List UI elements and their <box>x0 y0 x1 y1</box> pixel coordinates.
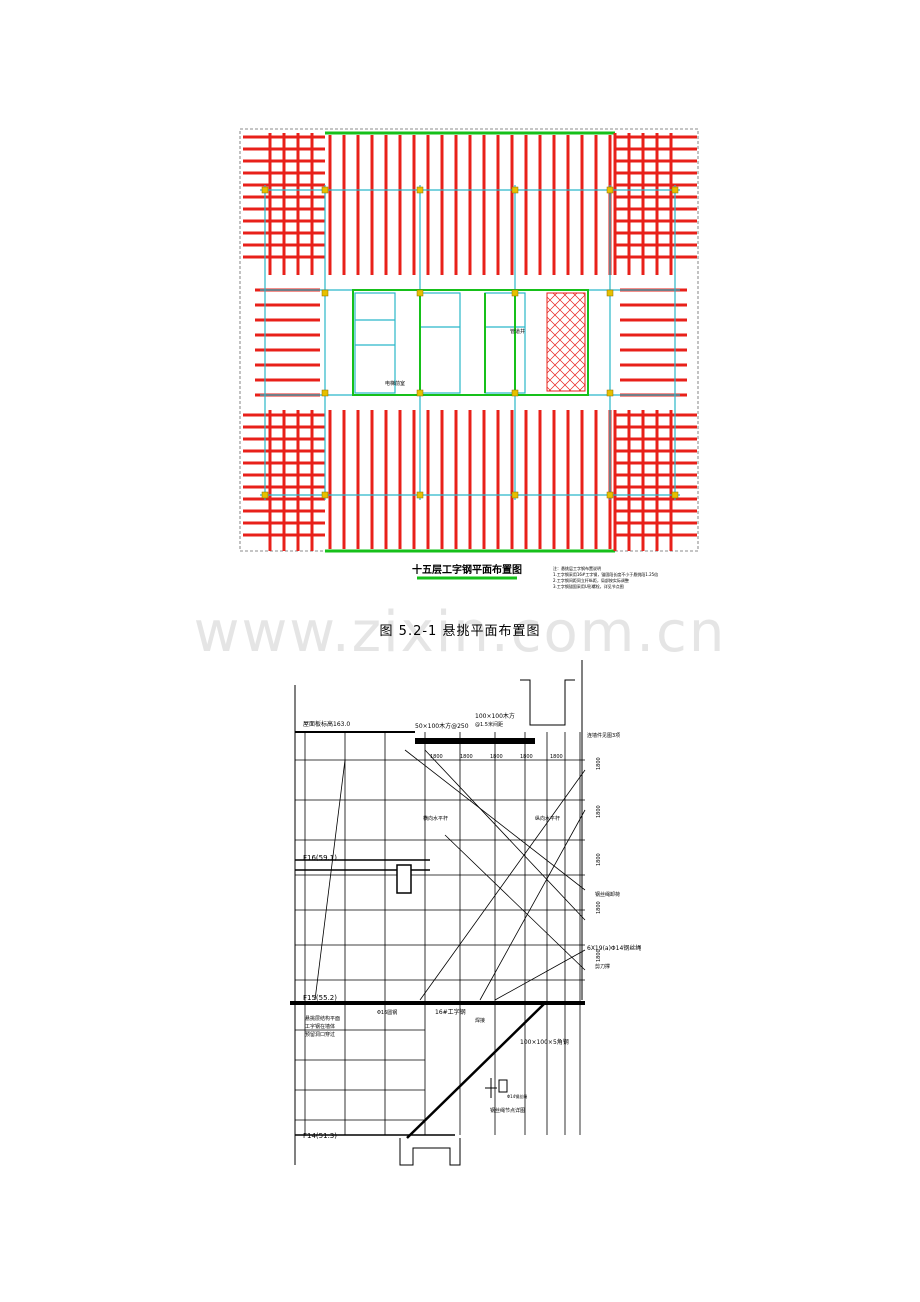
label-floor16: F16(59.1) <box>303 854 337 862</box>
height-label: 1800 <box>596 949 602 962</box>
column-marker <box>416 491 424 499</box>
label-roof: 屋面板标高163.0 <box>303 720 350 728</box>
column-marker <box>321 186 329 194</box>
column-markers <box>261 186 679 499</box>
label-mid-left: 横向水平杆 <box>423 815 448 822</box>
label-beam3: Φ16圆钢 <box>377 1009 397 1016</box>
column-marker <box>511 289 519 297</box>
column-marker <box>321 289 329 297</box>
column-marker <box>671 186 679 194</box>
room-label-2: 管道井 <box>510 328 525 335</box>
label-right1: 连墙件见图3项 <box>587 732 620 739</box>
node-detail <box>485 1078 508 1098</box>
label-mid-right: 纵向水平杆 <box>535 815 560 822</box>
column-marker <box>511 491 519 499</box>
label-beam2: 100×100×5角钢 <box>520 1038 569 1046</box>
figure-caption: 图 5.2-1 悬挑平面布置图 <box>379 624 541 639</box>
column-marker <box>321 389 329 397</box>
steel-rope-diagonal <box>406 1002 546 1139</box>
label-floor15: F15(55.2) <box>303 994 337 1002</box>
label-right2: 钢丝绳卸荷 <box>595 891 620 898</box>
column-marker <box>511 389 519 397</box>
label-detail-title: 钢丝绳节点详图 <box>490 1107 525 1114</box>
cantilever-section-drawing: 屋面板标高163.0 50×100木方@250 100×100木方 @1.5米间… <box>290 660 641 1166</box>
height-label: 1800 <box>596 901 602 914</box>
room-label-1: 电梯前室 <box>385 380 405 387</box>
column-marker <box>261 186 269 194</box>
anchor-detail <box>396 864 412 894</box>
elevator-shaft <box>546 292 586 392</box>
label-left-note3: 预留洞口穿过 <box>305 1031 335 1038</box>
column-marker <box>416 389 424 397</box>
dim-label: 1800 <box>490 754 503 760</box>
dim-label: 1800 <box>460 754 473 760</box>
column-marker <box>416 289 424 297</box>
label-top-member3: @1.5米间距 <box>475 721 503 728</box>
note-line-4: 3.工字钢锚固采用U形螺栓，详见节点图 <box>553 583 624 589</box>
dim-label: 1800 <box>520 754 533 760</box>
steel-beams <box>243 133 697 551</box>
cross-bracing <box>314 749 586 1001</box>
height-label: 1800 <box>596 805 602 818</box>
dim-label: 1800 <box>550 754 563 760</box>
roof-formwork <box>415 738 535 744</box>
column-marker <box>606 491 614 499</box>
scaffold-grid <box>295 732 585 1135</box>
note-line-3: 2.工字钢间距同立杆纵距，局部按实际调整 <box>553 577 629 583</box>
label-right3: 剪刀撑 <box>595 963 610 970</box>
label-beam4: 焊接 <box>475 1017 485 1024</box>
column-marker <box>606 389 614 397</box>
label-right4: 6X19(a)Φ14钢丝绳 <box>587 944 641 952</box>
column-marker <box>321 491 329 499</box>
height-label: 1800 <box>596 757 602 770</box>
label-top-member1: 50×100木方@250 <box>415 722 469 730</box>
label-left-note2: 工字钢在墙体 <box>305 1023 335 1030</box>
label-left-note1: 悬挑层结构平面 <box>305 1015 340 1022</box>
column-marker <box>261 491 269 499</box>
drawing-title: 十五层工字钢平面布置图 <box>412 563 522 576</box>
column-marker <box>416 186 424 194</box>
cantilever-plan-drawing: 电梯前室 管道井 十五层工字钢平面布置图 注：悬挑层工字钢布置说明 1.工字钢采… <box>239 128 699 589</box>
label-floor14: F14(51.3) <box>303 1132 337 1140</box>
dimension-labels: 1800 1800 1800 1800 1800 1800 1800 1800 1800 1800 <box>430 754 602 962</box>
label-beam1: 16#工字钢 <box>435 1008 466 1016</box>
height-label: 1800 <box>596 853 602 866</box>
column-marker <box>606 289 614 297</box>
note-line-2: 1.工字钢采用16#工字钢，锚固段长度不小于悬挑段1.25倍 <box>553 571 658 577</box>
column-marker <box>671 491 679 499</box>
label-detail-note: Φ14钢丝绳 <box>507 1093 527 1099</box>
core-outline <box>352 289 589 396</box>
column-marker <box>511 186 519 194</box>
note-line-1: 注：悬挑层工字钢布置说明 <box>553 565 601 571</box>
label-top-member2: 100×100木方 <box>475 712 515 720</box>
dim-label: 1800 <box>430 754 443 760</box>
column-marker <box>606 186 614 194</box>
